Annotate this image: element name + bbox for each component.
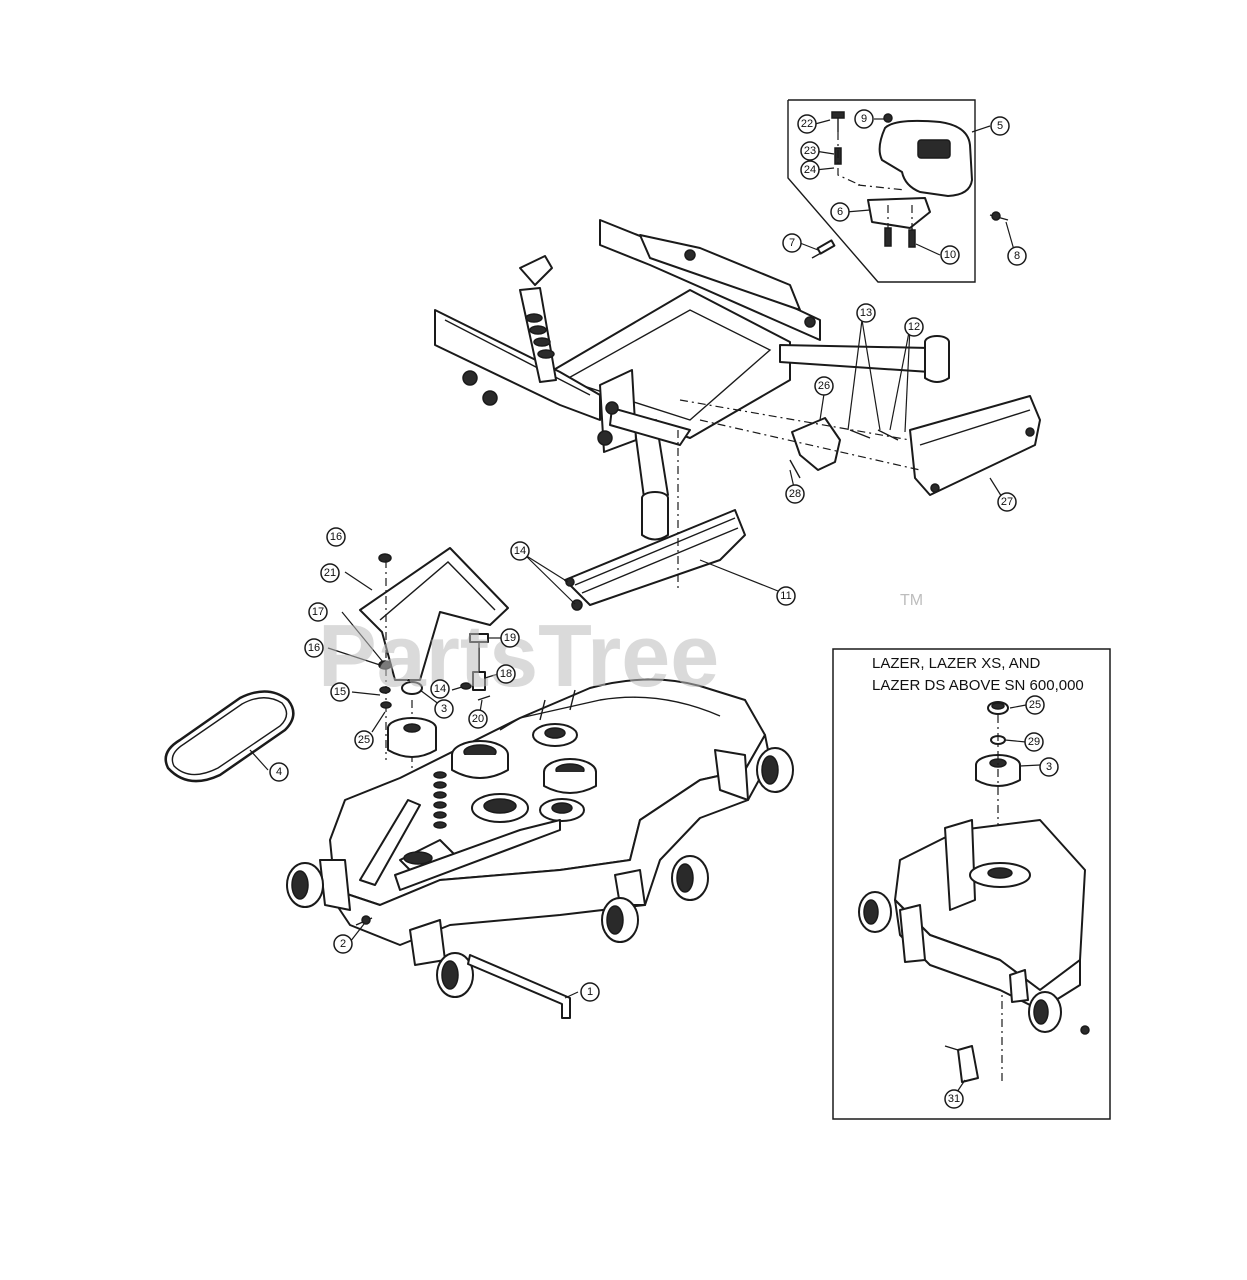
svg-text:13: 13	[860, 307, 872, 319]
frame-assembly	[434, 219, 950, 541]
callout-14-mid: 14	[430, 679, 450, 699]
svg-text:20: 20	[472, 713, 484, 725]
svg-text:6: 6	[837, 206, 843, 218]
callout-9: 9	[854, 109, 874, 129]
svg-text:24: 24	[804, 164, 816, 176]
svg-text:28: 28	[789, 488, 801, 500]
deck-pulleys	[451, 723, 597, 823]
svg-text:1: 1	[587, 986, 593, 998]
callout-26: 26	[814, 376, 834, 396]
callout-24: 24	[800, 160, 820, 180]
svg-text:29: 29	[1028, 736, 1040, 748]
hanger-bracket	[524, 430, 784, 611]
callout-22: 22	[797, 114, 817, 134]
svg-text:11: 11	[780, 590, 791, 602]
svg-text:5: 5	[997, 120, 1003, 132]
callout-27: 27	[997, 492, 1017, 512]
callout-6: 6	[830, 202, 850, 222]
callout-21: 21	[320, 563, 340, 583]
svg-text:3: 3	[1046, 761, 1052, 773]
callout-20: 20	[468, 709, 488, 729]
callout-5: 5	[990, 116, 1010, 136]
callout-11: 11	[776, 586, 796, 606]
pivot-rod	[349, 915, 579, 1019]
callout-12: 12	[904, 317, 924, 337]
callout-2: 2	[333, 934, 353, 954]
callout-17: 17	[308, 602, 328, 622]
svg-text:3: 3	[441, 703, 447, 715]
svg-text:23: 23	[804, 145, 816, 157]
svg-text:10: 10	[944, 249, 956, 261]
deck-wheels	[286, 747, 794, 998]
callout-14-top: 14	[510, 541, 530, 561]
inset-title-line2: LAZER DS ABOVE SN 600,000	[872, 677, 1084, 694]
svg-text:16: 16	[308, 642, 320, 654]
svg-text:25: 25	[1029, 699, 1041, 711]
callout-18: 18	[496, 664, 516, 684]
mount-plates	[679, 319, 1041, 503]
svg-text:9: 9	[861, 113, 867, 125]
callout-3-main: 3	[434, 699, 454, 719]
svg-text:22: 22	[801, 118, 813, 130]
callout-19: 19	[500, 628, 520, 648]
svg-text:14: 14	[434, 683, 446, 695]
svg-text:4: 4	[276, 766, 282, 778]
seat-detail-group	[787, 99, 1015, 283]
watermark-text: PartsTree	[318, 606, 719, 705]
mower-deck	[319, 678, 771, 966]
callout-15: 15	[330, 682, 350, 702]
callout-28: 28	[785, 484, 805, 504]
inset-panel: LAZER, LAZER XS, AND LAZER DS ABOVE SN 6…	[832, 648, 1111, 1120]
svg-text:8: 8	[1014, 250, 1020, 262]
inset-title-line1: LAZER, LAZER XS, AND	[872, 655, 1041, 672]
svg-text:27: 27	[1001, 496, 1013, 508]
svg-text:21: 21	[324, 567, 336, 579]
callout-23: 23	[800, 141, 820, 161]
svg-text:19: 19	[504, 632, 516, 644]
svg-text:18: 18	[500, 668, 512, 680]
callout-25-inset: 25	[1025, 695, 1045, 715]
watermark-tm: TM	[900, 592, 923, 609]
callout-1: 1	[580, 982, 600, 1002]
svg-text:14: 14	[514, 545, 526, 557]
callout-13: 13	[856, 303, 876, 323]
svg-text:31: 31	[948, 1093, 960, 1105]
svg-text:16: 16	[330, 531, 342, 543]
adjuster-coil	[525, 313, 555, 359]
svg-text:17: 17	[312, 606, 324, 618]
idler-stack	[327, 560, 502, 880]
callout-16-mid: 16	[304, 638, 324, 658]
belt-cover	[344, 547, 509, 681]
svg-text:7: 7	[789, 237, 795, 249]
callout-7: 7	[782, 233, 802, 253]
callouts: 22 9 5 23 24 6 7 10 8 26 13 12 28 27 16 …	[269, 109, 1059, 1109]
callout-16-top: 16	[326, 527, 346, 547]
svg-text:26: 26	[818, 380, 830, 392]
svg-text:2: 2	[340, 938, 346, 950]
watermark: PartsTree TM	[318, 592, 923, 705]
callout-31: 31	[944, 1089, 964, 1109]
tension-spring	[433, 771, 447, 829]
callout-8: 8	[1007, 246, 1027, 266]
callout-10: 10	[940, 245, 960, 265]
svg-text:15: 15	[334, 686, 346, 698]
svg-text:12: 12	[908, 321, 920, 333]
callout-25-main: 25	[354, 730, 374, 750]
drive-belt	[164, 690, 295, 783]
callout-4: 4	[269, 762, 289, 782]
callout-3-inset: 3	[1039, 757, 1059, 777]
callout-29: 29	[1024, 732, 1044, 752]
svg-text:25: 25	[358, 734, 370, 746]
